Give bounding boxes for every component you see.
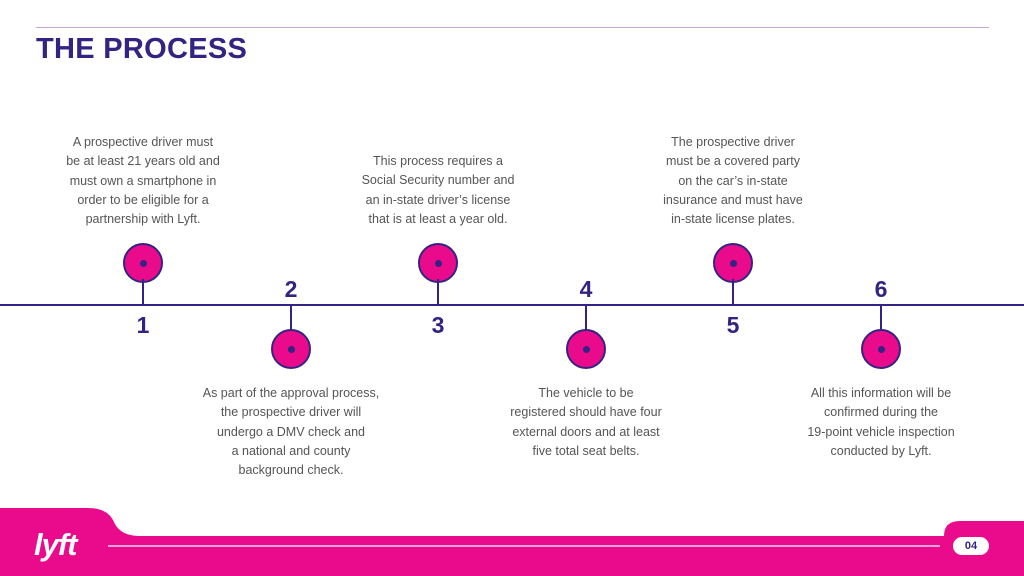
step-6-number: 6 (874, 276, 888, 302)
step-2-marker (271, 305, 311, 369)
step-6-line-1: All this information will be (810, 386, 952, 400)
step-5-description: The prospective driver must be a covered… (628, 133, 838, 229)
step-5-line-4: insurance and must have (663, 192, 803, 207)
step-5-marker-stem (732, 279, 734, 305)
page-number: 04 (953, 537, 989, 555)
step-5-marker-circle (713, 243, 753, 283)
step-1-marker-circle (123, 243, 163, 283)
step-6-description: All this information will be confirmed d… (776, 384, 986, 461)
step-2-line-1: As part of the approval process, (202, 386, 380, 400)
timeline-line (0, 304, 1024, 306)
step-5-marker (713, 243, 753, 305)
page-title: THE PROCESS (36, 33, 248, 65)
step-1-number: 1 (136, 312, 150, 338)
step-1-line-2: be at least 21 years old and (66, 154, 220, 169)
step-1-line-3: must own a smartphone in (69, 173, 217, 188)
step-5-marker-dot (730, 260, 737, 267)
step-2-marker-circle (271, 329, 311, 369)
step-4-line-1: The vehicle to be (538, 386, 634, 400)
step-4-description: The vehicle to be registered should have… (481, 384, 691, 461)
step-6-line-3: 19-point vehicle inspection (807, 424, 955, 439)
step-2-line-3: undergo a DMV check and (216, 424, 365, 439)
lyft-logo-icon: lyft (34, 527, 77, 562)
step-4-line-4: five total seat belts. (532, 443, 640, 458)
step-6-marker (861, 305, 901, 369)
step-3-line-4: that is at least a year old. (368, 211, 508, 226)
step-1-line-5: partnership with Lyft. (85, 212, 201, 227)
footer-band (0, 508, 1024, 576)
step-6-marker-dot (878, 346, 885, 353)
step-3-description: This process requires a Social Security … (333, 152, 543, 229)
step-4-line-3: external doors and at least (512, 424, 660, 439)
top-divider (36, 27, 989, 28)
step-6-line-2: confirmed during the (824, 405, 938, 420)
step-5-line-2: must be a covered party (665, 154, 801, 169)
step-3-marker-circle (418, 243, 458, 283)
step-1-marker (123, 243, 163, 305)
step-5-line-1: The prospective driver (671, 135, 795, 149)
step-3-marker-dot (435, 260, 442, 267)
step-1-marker-dot (140, 260, 147, 267)
step-3-number: 3 (431, 312, 445, 338)
step-4-marker-stem (585, 305, 587, 331)
step-1-description: A prospective driver must be at least 21… (38, 133, 248, 229)
step-6-marker-circle (861, 329, 901, 369)
step-3-line-2: Social Security number and (361, 173, 515, 188)
step-6-line-4: conducted by Lyft. (830, 443, 932, 458)
step-2-line-4: a national and county (231, 443, 351, 458)
step-4-number: 4 (579, 276, 593, 302)
step-3-line-3: an in-state driver’s license (365, 192, 511, 207)
footer-band-shape (0, 508, 1024, 576)
step-1-line-4: order to be eligible for a (77, 192, 209, 207)
step-4-line-2: registered should have four (510, 405, 662, 420)
step-3-marker (418, 243, 458, 305)
step-3-line-1: This process requires a (373, 154, 503, 168)
step-5-line-5: in-state license plates. (671, 212, 795, 227)
step-1-line-1: A prospective driver must (72, 135, 214, 149)
step-2-line-2: the prospective driver will (220, 405, 362, 420)
step-4-marker-dot (583, 346, 590, 353)
step-3-marker-stem (437, 279, 439, 305)
step-6-marker-stem (880, 305, 882, 331)
step-5-line-3: on the car’s in-state (678, 173, 788, 188)
footer-band-right-tab (944, 521, 1024, 536)
step-2-number: 2 (284, 276, 298, 302)
step-1-marker-stem (142, 279, 144, 305)
step-5-number: 5 (726, 312, 740, 338)
step-2-description: As part of the approval process, the pro… (186, 384, 396, 480)
step-4-marker-circle (566, 329, 606, 369)
step-2-marker-stem (290, 305, 292, 331)
step-4-marker (566, 305, 606, 369)
step-2-marker-dot (288, 346, 295, 353)
step-2-line-5: background check. (238, 463, 344, 478)
